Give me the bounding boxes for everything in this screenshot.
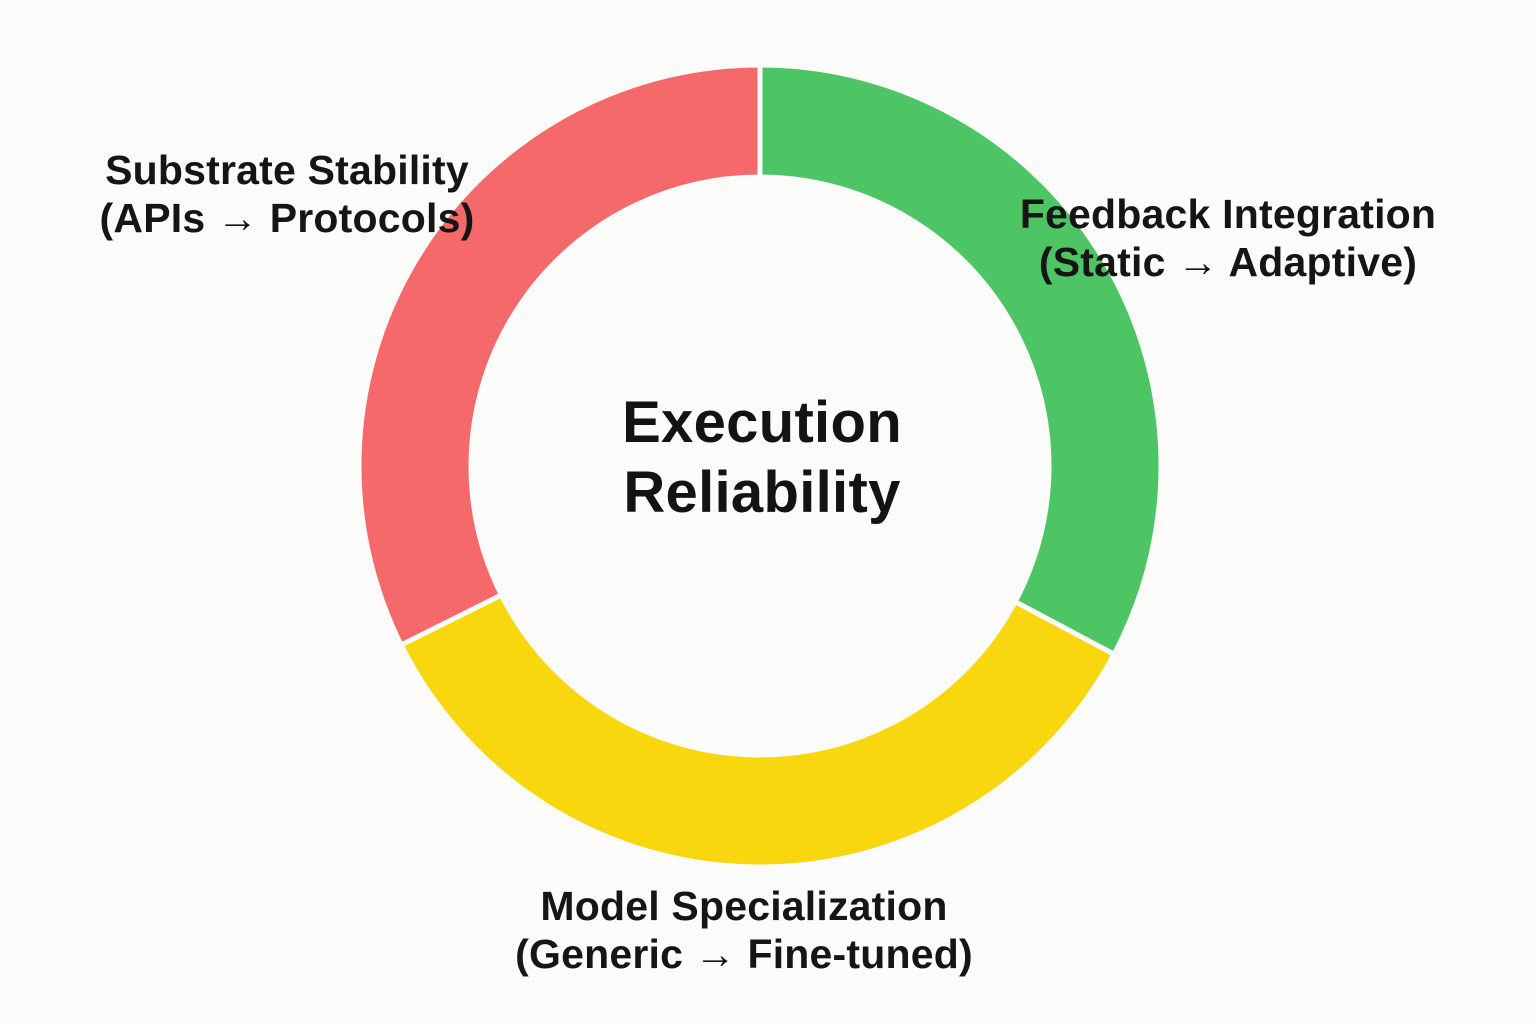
label-feedback-integration: Feedback Integration (Static → Adaptive) [1020,190,1436,287]
center-title-line1: Execution [622,390,902,455]
donut-segment-substrate-stability [356,62,763,648]
donut-segment-model-specialization [398,592,1117,870]
segment-sublabel: (Generic → Fine-tuned) [515,931,973,978]
segment-label: Model Specialization [540,883,948,929]
segment-label: Substrate Stability [105,147,469,193]
segment-label: Feedback Integration [1019,191,1437,237]
center-title-line2: Reliability [623,460,901,526]
label-model-specialization: Model Specialization (Generic → Fine-tun… [515,882,973,979]
label-substrate-stability: Substrate Stability (APIs → Protocols) [100,146,475,243]
segment-sublabel: (APIs → Protocols) [99,195,475,242]
chart-center-title: Execution Reliability [622,388,902,528]
donut-segment-feedback-integration [757,62,1164,657]
segment-sublabel: (Static → Adaptive) [1038,239,1418,286]
